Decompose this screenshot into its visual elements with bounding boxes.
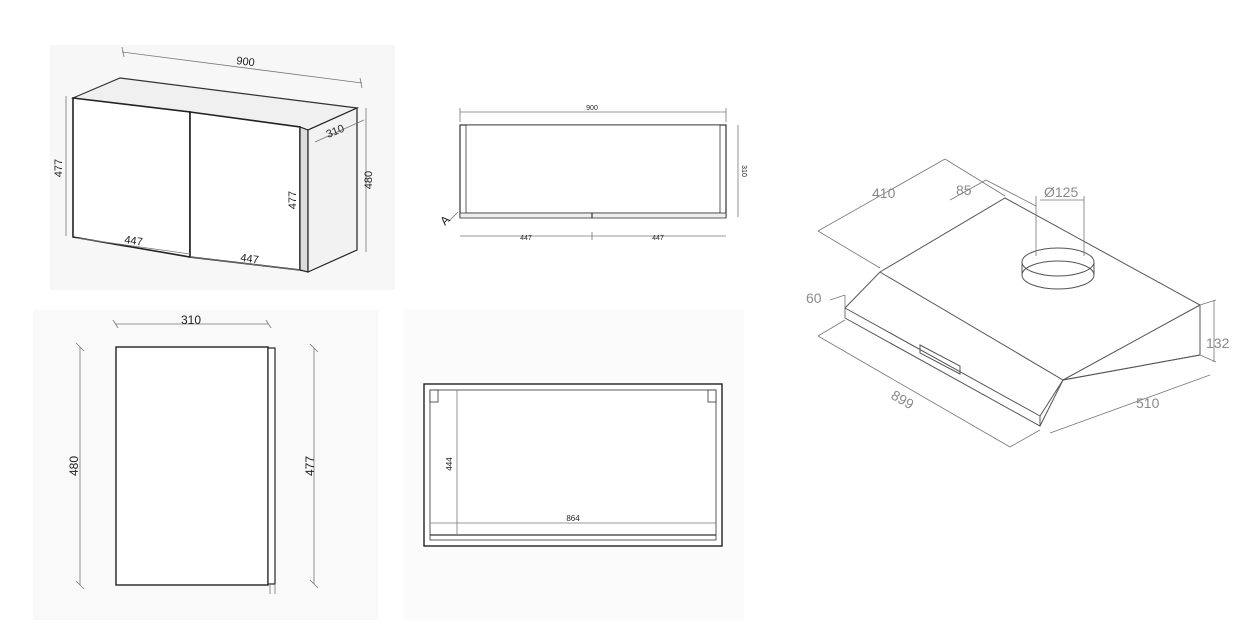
hood-dim-line-duct-offset [949,179,987,201]
hood-depth-bottom-label: 510 [1136,395,1160,411]
front-section: 444 864 [404,310,744,620]
section-inner [429,389,717,541]
hood-dim-line-depth [817,158,946,232]
top-door-right-label: 447 [652,235,664,242]
top-door-strip [459,212,727,219]
side-depth-label: 310 [181,313,201,327]
hood-depth-label: 410 [872,185,896,201]
duct-collar [1021,247,1095,277]
hood-front-height-label: 60 [806,290,822,306]
side-door-edge [267,347,276,585]
side-view: 310 480 477 [33,310,378,620]
hood-control-panel [919,344,961,375]
dim-line-depth [314,119,365,143]
dim-door-left-label: 447 [124,234,144,248]
top-door-left-label: 447 [520,235,532,242]
cabinet-door-edge [299,126,309,273]
hood-dim-line-depth-bottom [1049,374,1211,434]
dim-line-door-right [189,256,301,271]
top-width-label: 900 [586,105,598,112]
dim-door-height-label: 477 [287,191,299,209]
section-corner-right [707,389,717,403]
dim-door-right-label: 447 [240,252,260,266]
dim-width-label: 900 [236,55,256,69]
section-height-label: 444 [445,457,454,471]
section-marker-line [447,211,459,223]
section-corner-left [429,389,439,403]
dim-line-width [121,51,363,84]
top-view: 900 310 447 447 A [437,105,747,242]
side-height-right-label: 477 [303,456,317,476]
dim-line-door-left [75,237,191,255]
hood-dim-line-width [817,335,1011,448]
section-marker-label: A [437,213,453,229]
top-depth-label: 310 [740,165,747,177]
side-panel [115,346,269,586]
cabinet-side-face [307,107,358,273]
range-hood: Ø125 410 85 60 899 510 132 [806,158,1230,448]
duct-diameter-label: Ø125 [1044,184,1078,200]
cabinet-door-right [189,111,301,271]
section-width-label: 864 [566,514,580,523]
dim-height-right-label: 480 [363,171,375,189]
hood-duct-offset-label: 85 [956,182,972,198]
cabinet-door-left [72,97,191,258]
top-inner [465,124,721,214]
side-height-left-label: 480 [67,456,81,476]
hood-total-height-label: 132 [1206,335,1230,351]
dim-height-left-label: 477 [53,159,65,177]
iso-cabinet: 900 477 480 310 477 447 447 [50,45,395,290]
